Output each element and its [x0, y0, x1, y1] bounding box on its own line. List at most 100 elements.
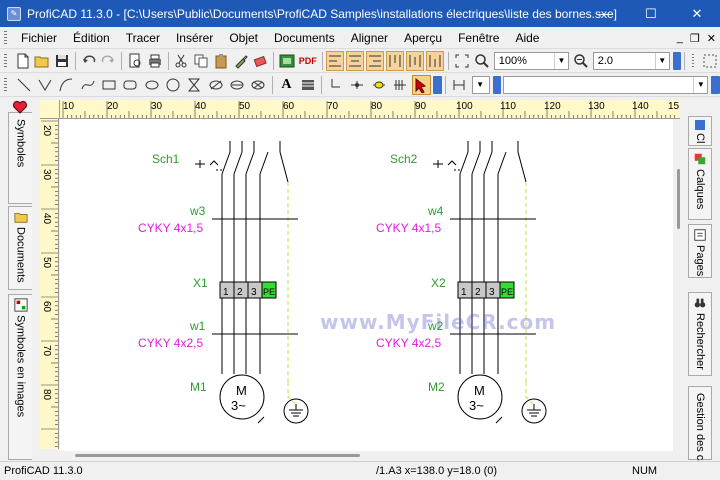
switch-label-left[interactable]: Sch1: [152, 152, 180, 166]
save-button[interactable]: [53, 51, 71, 71]
terminal-label-right[interactable]: X2: [431, 276, 446, 290]
mdi-restore-button[interactable]: ❐: [689, 32, 700, 45]
print-preview-button[interactable]: [126, 51, 144, 71]
export-image-button[interactable]: [278, 51, 296, 71]
table-tool[interactable]: [298, 75, 317, 95]
menu-documents[interactable]: Documents: [274, 30, 335, 45]
motor-label-left[interactable]: M1: [190, 380, 207, 394]
align-top-button[interactable]: [386, 50, 405, 71]
cable-bottom-label-left[interactable]: CYKY 4x2,5: [138, 336, 203, 350]
tab-cl[interactable]: Cl: [688, 116, 712, 146]
chevron-down-icon[interactable]: ▼: [693, 76, 707, 93]
redo-button[interactable]: [100, 51, 118, 71]
tab-calques[interactable]: Calques: [688, 148, 712, 220]
title-bar[interactable]: ✎ ProfiCAD 11.3.0 - [C:\Users\Public\Doc…: [0, 0, 720, 27]
snap-button[interactable]: [701, 51, 719, 71]
chevron-down-icon[interactable]: ▼: [654, 52, 669, 69]
proficad-app-icon[interactable]: ✎: [7, 6, 21, 21]
menu-fichier[interactable]: Fichier: [21, 30, 58, 45]
align-center-button[interactable]: [346, 50, 365, 71]
zoom-button[interactable]: [473, 51, 491, 71]
align-middle-button[interactable]: [406, 50, 425, 71]
toolbar-grip-handle[interactable]: [4, 77, 7, 92]
drawing-canvas[interactable]: Sch1 w3 CYKY 4x1,5 X1 1 2 3 PE w1 CYKY 4…: [60, 119, 673, 451]
export-pdf-button[interactable]: PDF: [298, 51, 318, 71]
cable-top-label-right[interactable]: CYKY 4x1,5: [376, 221, 441, 235]
wire-bottom-label-right[interactable]: w2: [427, 319, 444, 333]
polyline-tool[interactable]: [35, 75, 54, 95]
menu-aide[interactable]: Aide: [515, 30, 540, 45]
ellipse-tool[interactable]: [142, 75, 161, 95]
motor-label-right[interactable]: M2: [428, 380, 445, 394]
menu-fenetre[interactable]: Fenêtre: [458, 30, 500, 45]
copy-button[interactable]: [192, 51, 210, 71]
zoom-fit-button[interactable]: [453, 51, 471, 71]
select-options-spinner[interactable]: [433, 75, 442, 94]
horizontal-scrollbar[interactable]: [60, 451, 686, 461]
tab-documents[interactable]: Documents: [8, 206, 32, 290]
text-tool[interactable]: A: [277, 75, 296, 95]
cable-bottom-label-right[interactable]: CYKY 4x2,5: [376, 336, 441, 350]
cut-button[interactable]: [173, 51, 191, 71]
terminal-label-left[interactable]: X1: [193, 276, 208, 290]
hourglass-tool[interactable]: [185, 75, 204, 95]
close-button[interactable]: ✕: [691, 5, 703, 21]
connector-tool[interactable]: [369, 75, 388, 95]
tab-gestion-des-cables[interactable]: Gestion des câ: [688, 386, 712, 466]
menu-edition[interactable]: Édition: [73, 30, 110, 45]
heart-icon[interactable]: [12, 100, 28, 114]
dimension-spinner[interactable]: [492, 75, 502, 94]
arc-tool[interactable]: [57, 75, 76, 95]
paste-button[interactable]: [212, 51, 230, 71]
format-painter-button[interactable]: [232, 51, 250, 71]
bus-tool[interactable]: [390, 75, 409, 95]
dimension-tool[interactable]: [450, 75, 469, 95]
chevron-down-icon[interactable]: ▼: [476, 80, 485, 89]
circle-tool[interactable]: [163, 75, 182, 95]
crossed-circle-tool[interactable]: [227, 75, 246, 95]
wire-tool[interactable]: [326, 75, 345, 95]
x-ellipse-tool[interactable]: [249, 75, 268, 95]
line-width-combo[interactable]: 2.0 ▼: [592, 51, 670, 70]
rounded-rect-tool[interactable]: [121, 75, 140, 95]
menu-grip-handle[interactable]: [4, 30, 7, 45]
menu-inserer[interactable]: Insérer: [175, 30, 214, 45]
new-document-button[interactable]: [14, 51, 32, 71]
menu-apercu[interactable]: Aperçu: [404, 30, 443, 45]
wire-bottom-label-left[interactable]: w1: [189, 319, 206, 333]
schematic-drawing[interactable]: Sch1 w3 CYKY 4x1,5 X1 1 2 3 PE w1 CYKY 4…: [60, 119, 673, 451]
minimize-button[interactable]: —: [598, 6, 612, 21]
horizontal-scroll-thumb[interactable]: [75, 454, 360, 457]
zoom-out-button[interactable]: [572, 51, 590, 71]
line-tool[interactable]: [14, 75, 33, 95]
align-left-button[interactable]: [326, 50, 345, 71]
align-right-button[interactable]: [366, 50, 385, 71]
dimension-style-combo[interactable]: ▼: [472, 75, 490, 94]
clear-button[interactable]: [252, 51, 270, 71]
align-bottom-button[interactable]: [426, 50, 445, 71]
print-button[interactable]: [146, 51, 164, 71]
undo-button[interactable]: [80, 51, 98, 71]
mdi-minimize-button[interactable]: _: [676, 32, 683, 44]
line-width-spinner[interactable]: [672, 51, 681, 70]
mdi-close-button[interactable]: ✕: [706, 32, 716, 45]
property-combo[interactable]: ▼: [503, 75, 709, 94]
open-button[interactable]: [33, 51, 51, 71]
tab-symboles[interactable]: Symboles: [8, 112, 32, 204]
vertical-scrollbar[interactable]: [673, 119, 686, 451]
zoom-combo[interactable]: 100% ▼: [493, 51, 569, 70]
rectangle-tool[interactable]: [99, 75, 118, 95]
bezier-tool[interactable]: [78, 75, 97, 95]
menu-aligner[interactable]: Aligner: [350, 30, 389, 45]
vertical-scroll-thumb[interactable]: [677, 169, 680, 229]
circuit-right[interactable]: [433, 141, 547, 424]
property-spinner[interactable]: [711, 75, 720, 94]
menu-objet[interactable]: Objet: [229, 30, 258, 45]
tab-pages[interactable]: Pages: [688, 224, 712, 278]
wire-top-label-left[interactable]: w3: [189, 204, 206, 218]
circuit-left[interactable]: [195, 141, 309, 424]
junction-tool[interactable]: [348, 75, 367, 95]
tab-rechercher[interactable]: Rechercher: [688, 292, 712, 376]
toolbar-grip-handle[interactable]: [691, 53, 695, 68]
crossed-ellipse-tool[interactable]: [206, 75, 225, 95]
